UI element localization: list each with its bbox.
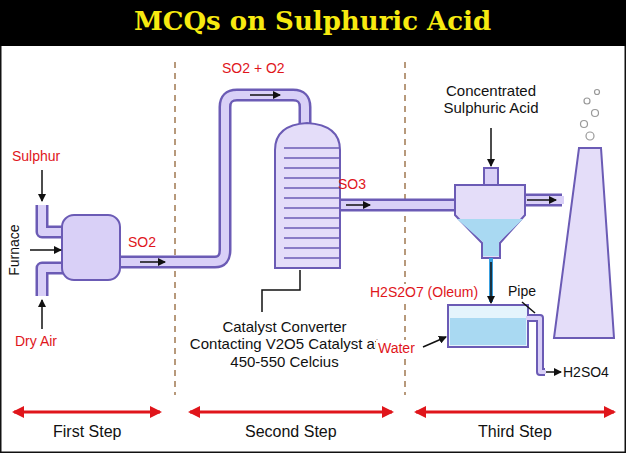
furnace-label: Furnace: [6, 224, 22, 275]
title-text: MCQs on Sulphuric Acid: [134, 7, 491, 37]
inlet-label: Concentrated Sulphuric Acid: [416, 82, 566, 117]
tray-line: [284, 207, 340, 209]
tray-line: [284, 157, 340, 159]
tray-line: [284, 187, 340, 189]
pipe-label: Pipe: [508, 283, 536, 299]
gas-label: SO2 + O2: [222, 60, 285, 76]
tray-line: [284, 177, 340, 179]
product-label: H2S2O7 (Oleum): [368, 284, 480, 300]
step-label: First Step: [53, 423, 121, 441]
tray-line: [284, 227, 340, 229]
tray-line: [284, 217, 340, 219]
gas-label: SO3: [338, 176, 366, 192]
step-label: Third Step: [478, 423, 552, 441]
input-label: Water: [376, 340, 417, 356]
converter-callout: Catalyst Converter Contacting V2O5 Catal…: [187, 318, 382, 370]
tray-line: [284, 167, 340, 169]
tray-line: [284, 247, 340, 249]
input-label: Sulphur: [12, 148, 60, 164]
tray-line: [284, 197, 340, 199]
gas-label: SO2: [128, 234, 156, 250]
step-label: Second Step: [245, 423, 337, 441]
tray-line: [284, 257, 340, 259]
tray-line: [284, 147, 340, 149]
tray-line: [284, 237, 340, 239]
product-label: H2SO4: [563, 364, 609, 380]
input-label: Dry Air: [15, 333, 57, 349]
